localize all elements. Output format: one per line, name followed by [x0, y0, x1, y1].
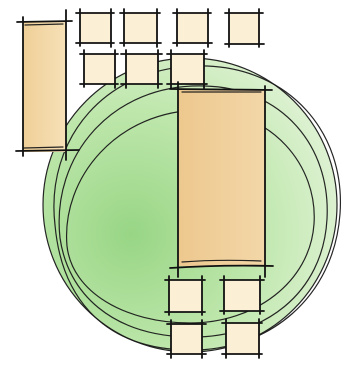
small-square-sketch-icon — [225, 9, 264, 47]
small-square-sketch-icon — [120, 9, 161, 47]
small-square-sketch-icon — [220, 276, 264, 314]
small-square-sketch-icon — [167, 320, 206, 358]
small-square-sketch-icon — [121, 50, 162, 88]
small-square-sketch-icon — [165, 276, 205, 315]
small-square-sketch-icon — [173, 9, 212, 47]
small-square-sketch-icon — [167, 50, 207, 88]
tall-rectangle-sketch-icon — [170, 82, 273, 277]
small-square-sketch-icon — [76, 9, 114, 47]
small-square-sketch-icon — [222, 319, 262, 358]
small-square-sketch-icon — [80, 50, 118, 88]
